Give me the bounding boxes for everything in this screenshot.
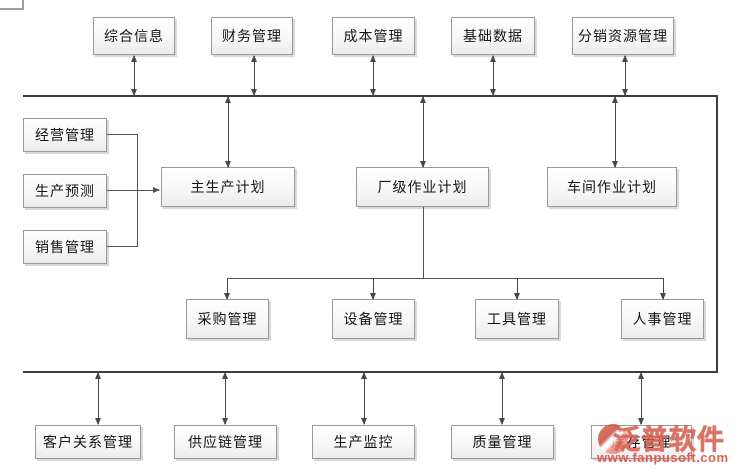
node-label: 质量管理 xyxy=(472,435,533,451)
node-inventory-mgmt: 库存管理 xyxy=(591,425,692,459)
node-label: 设备管理 xyxy=(343,312,404,328)
node-label: 销售管理 xyxy=(35,240,95,256)
node-label: 供应链管理 xyxy=(188,435,263,451)
node-label: 库存管理 xyxy=(611,435,672,451)
double-arrow-basic-data xyxy=(490,55,496,96)
double-arrow-distribution-resource-mgmt xyxy=(622,55,628,96)
node-production-forecast: 生产预测 xyxy=(23,174,107,208)
double-arrow-quality-mgmt xyxy=(499,372,505,425)
node-tooling-mgmt: 工具管理 xyxy=(475,299,559,339)
double-arrow-master-production-plan xyxy=(225,96,231,168)
node-production-monitoring: 生产监控 xyxy=(312,425,415,459)
node-label: 车间作业计划 xyxy=(567,180,657,196)
node-plant-operation-plan: 厂级作业计划 xyxy=(356,167,489,207)
node-label: 综合信息 xyxy=(104,29,164,45)
branch-vertical-from-plant-plan xyxy=(423,207,424,279)
node-label: 人事管理 xyxy=(632,312,693,328)
down-arrow-hr-mgmt xyxy=(660,278,666,300)
node-supply-chain-mgmt: 供应链管理 xyxy=(174,425,277,459)
node-label: 生产监控 xyxy=(333,435,394,451)
double-arrow-crm xyxy=(95,372,101,425)
node-crm: 客户关系管理 xyxy=(35,425,141,459)
double-arrow-cost-mgmt xyxy=(370,55,376,96)
connector-business-mgmt xyxy=(107,134,138,135)
node-label: 厂级作业计划 xyxy=(377,180,468,196)
arrow-into-master-production-plan xyxy=(107,187,160,193)
frame-right-line xyxy=(716,95,718,373)
double-arrow-plant-operation-plan xyxy=(420,96,426,168)
node-sales-mgmt: 销售管理 xyxy=(23,230,107,264)
node-label: 采购管理 xyxy=(197,312,258,328)
node-cost-mgmt: 成本管理 xyxy=(332,17,415,55)
down-arrow-tooling-mgmt xyxy=(514,278,520,300)
node-label: 财务管理 xyxy=(222,29,282,45)
node-finance-mgmt: 财务管理 xyxy=(211,17,293,55)
node-distribution-resource-mgmt: 分销资源管理 xyxy=(572,17,674,55)
double-arrow-production-monitoring xyxy=(361,372,367,425)
node-label: 主生产计划 xyxy=(190,180,266,196)
node-label: 客户关系管理 xyxy=(43,435,133,451)
node-equipment-mgmt: 设备管理 xyxy=(332,299,415,339)
frame-top-line xyxy=(23,95,718,97)
double-arrow-comprehensive-info xyxy=(131,55,137,96)
node-label: 生产预测 xyxy=(35,184,95,200)
node-purchasing-mgmt: 采购管理 xyxy=(186,299,269,339)
double-arrow-finance-mgmt xyxy=(251,55,257,96)
corner-fragment-horizontal-line xyxy=(0,8,24,10)
node-basic-data: 基础数据 xyxy=(451,17,535,55)
double-arrow-supply-chain-mgmt xyxy=(222,372,228,425)
down-arrow-purchasing-mgmt xyxy=(224,278,230,300)
node-quality-mgmt: 质量管理 xyxy=(451,425,554,459)
node-comprehensive-info: 综合信息 xyxy=(93,17,175,55)
frame-bottom-line xyxy=(23,371,718,373)
corner-fragment-vertical-line xyxy=(22,0,24,9)
node-label: 基础数据 xyxy=(463,29,523,45)
connector-sales-mgmt xyxy=(107,246,138,247)
node-hr-mgmt: 人事管理 xyxy=(621,299,704,339)
node-label: 成本管理 xyxy=(343,29,404,45)
down-arrow-equipment-mgmt xyxy=(370,278,376,300)
branch-horizontal-line xyxy=(227,278,664,279)
double-arrow-workshop-operation-plan xyxy=(612,96,618,168)
node-workshop-operation-plan: 车间作业计划 xyxy=(547,167,677,207)
node-master-production-plan: 主生产计划 xyxy=(161,167,295,207)
double-arrow-inventory-mgmt xyxy=(638,372,644,425)
node-label: 分销资源管理 xyxy=(578,29,668,45)
node-business-mgmt: 经营管理 xyxy=(23,118,107,152)
node-label: 经营管理 xyxy=(35,128,95,144)
node-label: 工具管理 xyxy=(487,312,547,328)
